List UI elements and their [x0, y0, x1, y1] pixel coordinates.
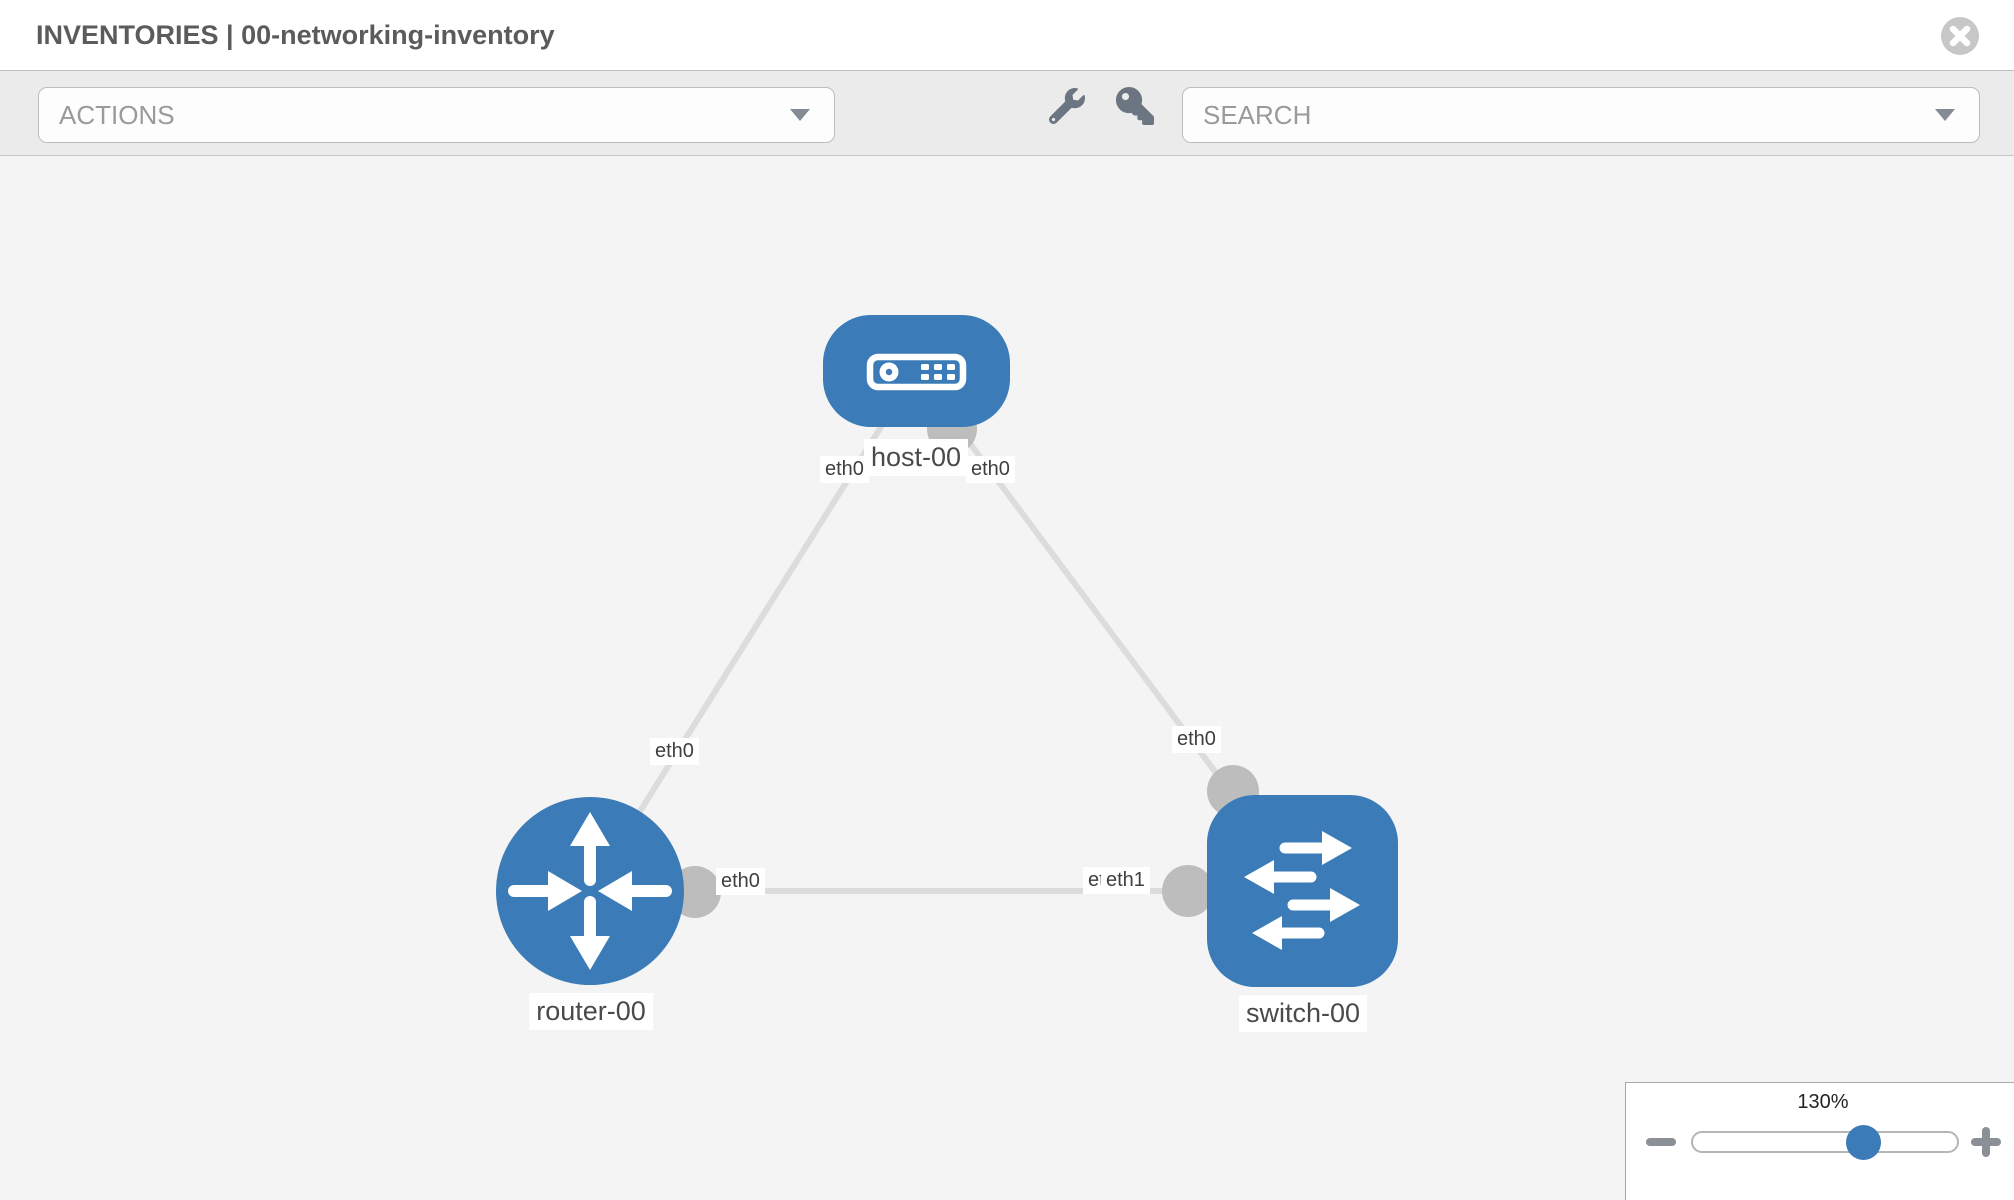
toolbox-button[interactable]	[1045, 84, 1089, 128]
zoom-level-value: 130%	[1797, 1091, 1849, 1113]
host-icon	[866, 353, 967, 391]
key-button[interactable]	[1113, 84, 1157, 128]
interface-label: eth0	[650, 738, 699, 765]
zoom-slider-thumb[interactable]	[1846, 1125, 1881, 1160]
node-router-00[interactable]	[496, 797, 684, 985]
minus-icon	[1646, 1138, 1676, 1146]
page-title: INVENTORIES | 00-networking-inventory	[36, 20, 555, 50]
zoom-out-button[interactable]	[1644, 1125, 1678, 1159]
switch-icon	[1244, 831, 1360, 950]
node-switch-00[interactable]	[1207, 795, 1398, 987]
actions-dropdown[interactable]: ACTIONS	[38, 87, 835, 143]
zoom-panel: 130%	[1625, 1082, 2014, 1200]
interface-label: eth1	[1101, 867, 1150, 894]
search-dropdown[interactable]: SEARCH	[1182, 87, 1980, 143]
zoom-slider-track[interactable]	[1691, 1131, 1959, 1153]
chevron-down-icon	[790, 109, 810, 121]
title-bar: INVENTORIES | 00-networking-inventory	[0, 0, 2014, 71]
close-icon	[1949, 25, 1971, 47]
close-button[interactable]	[1941, 17, 1979, 55]
interface-label: eth0	[966, 456, 1015, 483]
toolbar: ACTIONS SEARCH	[0, 71, 2014, 156]
key-icon	[1116, 87, 1154, 125]
port-switch-left	[1162, 865, 1214, 917]
chevron-down-icon	[1935, 109, 1955, 121]
interface-label: eth0	[716, 868, 765, 895]
node-label-host: host-00	[863, 439, 969, 477]
interface-label: eth0	[1172, 726, 1221, 753]
wrench-icon	[1049, 88, 1085, 124]
actions-dropdown-label: ACTIONS	[59, 99, 175, 130]
node-label-router: router-00	[529, 993, 653, 1031]
plus-icon	[1971, 1127, 2001, 1157]
node-label-switch: switch-00	[1238, 995, 1368, 1033]
node-host-00[interactable]	[823, 315, 1010, 427]
interface-label: eth0	[820, 456, 869, 483]
zoom-in-button[interactable]	[1969, 1125, 2003, 1159]
search-dropdown-label: SEARCH	[1203, 99, 1312, 130]
router-icon	[508, 812, 672, 970]
topology-canvas[interactable]: host-00 router-00 switch-00 eth0 eth0 et…	[0, 156, 2014, 1200]
